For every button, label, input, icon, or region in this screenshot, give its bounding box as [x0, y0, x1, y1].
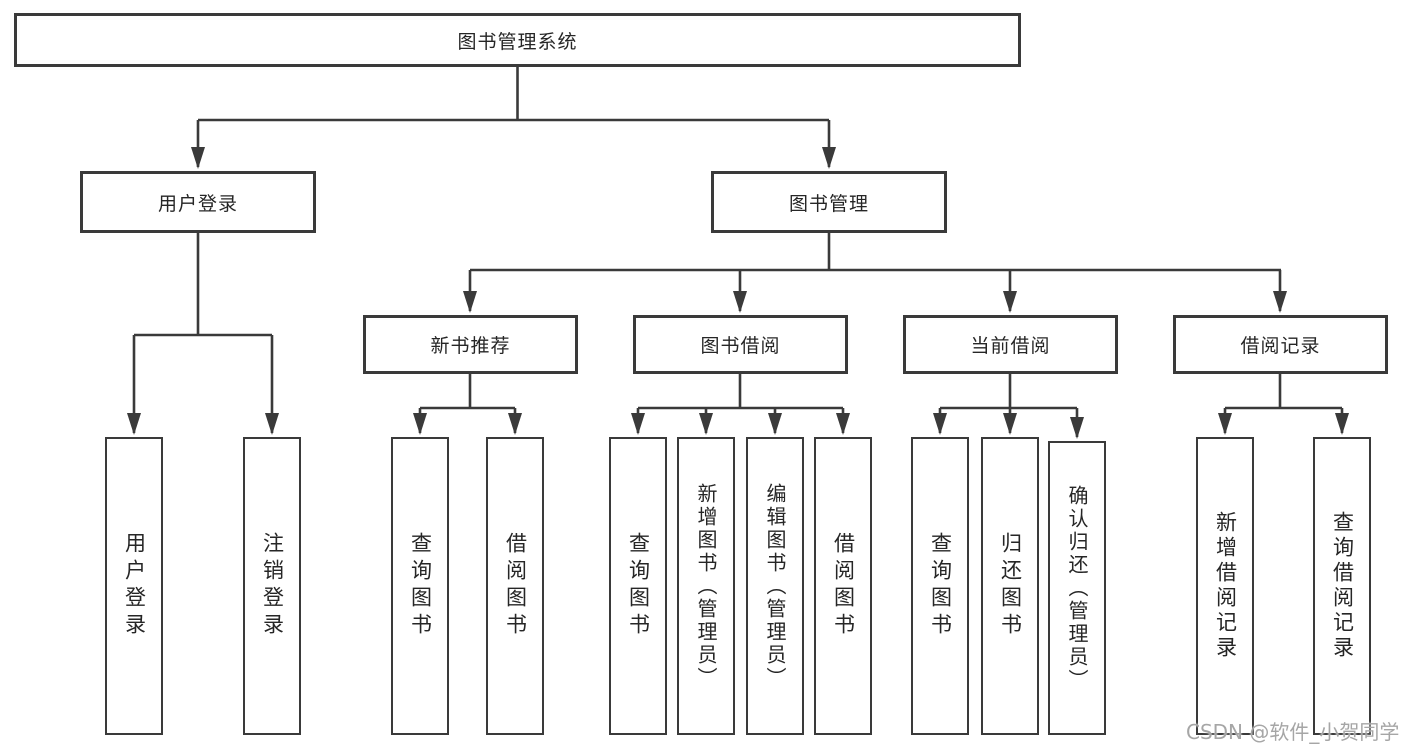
leaf-query-books-1: 查询图书: [391, 437, 449, 735]
node-user-login-branch: 用户登录: [80, 171, 316, 233]
node-new-book-recommendation: 新书推荐: [363, 315, 578, 374]
leaf-return-books: 归还图书: [981, 437, 1039, 735]
leaf-borrow-books-1: 借阅图书: [486, 437, 544, 735]
leaf-edit-book-admin: 编辑图书（管理员）: [746, 437, 804, 735]
leaf-query-books-2: 查询图书: [609, 437, 667, 735]
leaf-logout: 注销登录: [243, 437, 301, 735]
leaf-query-books-3: 查询图书: [911, 437, 969, 735]
node-book-management-branch: 图书管理: [711, 171, 947, 233]
leaf-user-login: 用户登录: [105, 437, 163, 735]
leaf-borrow-books-2: 借阅图书: [814, 437, 872, 735]
leaf-add-borrow-record: 新增借阅记录: [1196, 437, 1254, 735]
leaf-add-book-admin: 新增图书（管理员）: [677, 437, 735, 735]
node-borrowing-records: 借阅记录: [1173, 315, 1388, 374]
node-book-borrowing: 图书借阅: [633, 315, 848, 374]
leaf-query-borrow-record: 查询借阅记录: [1313, 437, 1371, 735]
csdn-watermark: CSDN @软件_小贺同学: [1186, 720, 1400, 744]
node-root-library-management-system: 图书管理系统: [14, 13, 1021, 67]
leaf-confirm-return-admin: 确认归还（管理员）: [1048, 441, 1106, 735]
node-current-borrowing: 当前借阅: [903, 315, 1118, 374]
